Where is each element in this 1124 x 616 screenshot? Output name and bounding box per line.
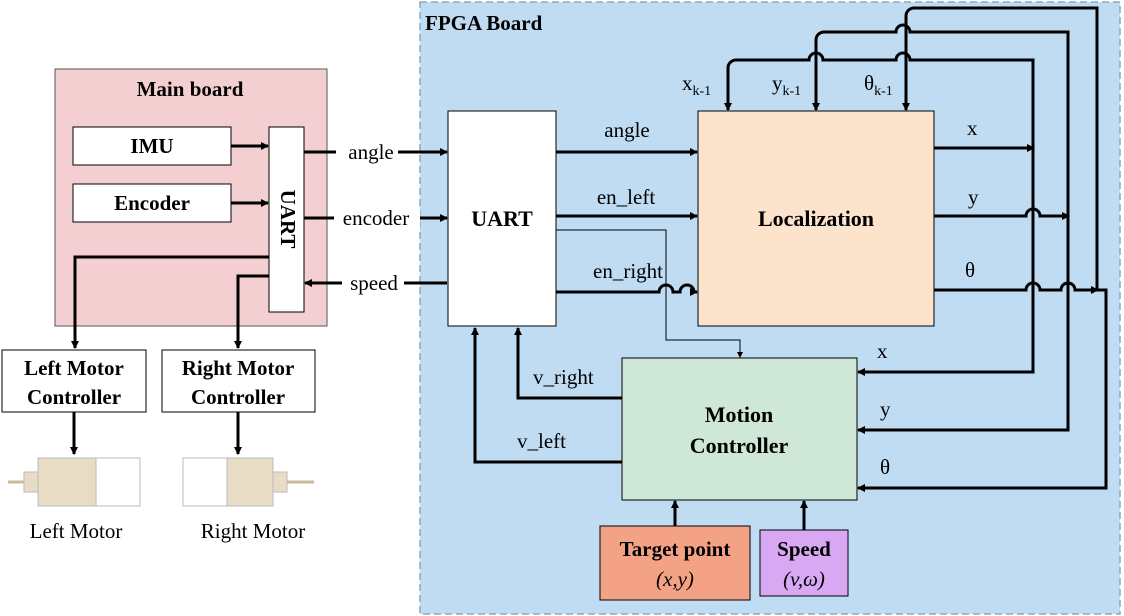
y-prev-label: yk-1 xyxy=(772,71,801,99)
uart-en-right-label: en_right xyxy=(593,259,663,283)
speed-input-block xyxy=(759,529,849,597)
speed-link-label: speed xyxy=(350,271,398,295)
uart-angle-label: angle xyxy=(604,118,649,142)
motion-input-x-label: x xyxy=(877,339,888,363)
theta-output-label: θ xyxy=(965,258,975,282)
fpga-uart-block xyxy=(447,110,557,327)
uart-to-left-motor-controller-wire xyxy=(71,255,269,349)
right-motor-label: Right Motor xyxy=(201,519,305,543)
encoder-label: Encoder xyxy=(114,191,190,215)
left-motor-controller-line1: Left Motor xyxy=(24,356,124,380)
theta-output-arrow xyxy=(934,281,1099,294)
uart-to-motion-controller-thin-line xyxy=(556,229,743,358)
fpga-uart-label: UART xyxy=(471,206,533,231)
v-right-label: v_right xyxy=(533,365,594,389)
motion-controller-line2: Controller xyxy=(690,433,789,458)
speed-input-coords: (v,ω) xyxy=(783,567,825,591)
motion-controller-line1: Motion xyxy=(705,402,773,427)
theta-prev-feedback-wire xyxy=(902,6,1099,290)
target-point-label: Target point xyxy=(620,537,731,561)
theta-prev-label: θk-1 xyxy=(864,71,893,99)
left-motor-icon xyxy=(8,457,141,507)
theta-to-motion-controller-wire xyxy=(857,288,1108,492)
right-motor-controller-line2: Controller xyxy=(191,385,285,409)
uart-en-right-arrow xyxy=(556,283,698,296)
speed-input-label: Speed xyxy=(777,537,831,561)
imu-label: IMU xyxy=(130,134,173,158)
left-motor-controller-block xyxy=(1,349,147,413)
uart-to-right-motor-controller-wire xyxy=(234,274,269,349)
y-to-motion-controller-wire xyxy=(857,216,1070,434)
localization-label: Localization xyxy=(758,206,874,231)
imu-block xyxy=(72,126,232,166)
uart-en-left-label: en_left xyxy=(597,185,655,209)
encoder-block xyxy=(72,183,232,223)
motion-input-y-label: y xyxy=(880,397,891,421)
main-board-uart-label: UART xyxy=(276,190,300,249)
y-output-label: y xyxy=(968,185,979,209)
x-output-label: x xyxy=(967,116,978,140)
y-prev-feedback-wire xyxy=(812,23,1070,216)
x-to-motion-controller-wire xyxy=(857,148,1035,376)
right-motor-controller-line1: Right Motor xyxy=(182,356,295,380)
encoder-link-label: encoder xyxy=(343,206,409,230)
v-left-label: v_left xyxy=(517,429,566,453)
v-left-wire xyxy=(471,327,622,464)
main-board-title: Main board xyxy=(137,77,244,101)
motion-input-theta-label: θ xyxy=(880,455,890,479)
left-motor-controller-line2: Controller xyxy=(27,385,121,409)
left-motor-label: Left Motor xyxy=(30,519,123,543)
v-right-wire xyxy=(514,327,622,400)
angle-link-label: angle xyxy=(348,140,393,164)
encoder-link-label-bg xyxy=(334,206,420,230)
target-point-block xyxy=(599,525,751,601)
right-motor-icon xyxy=(182,457,314,507)
motion-controller-block xyxy=(621,357,858,501)
angle-link-label-bg xyxy=(336,140,398,164)
localization-block xyxy=(697,110,935,327)
speed-link-label-bg xyxy=(342,271,404,295)
target-point-coords: (x,y) xyxy=(656,567,694,591)
x-prev-label: xk-1 xyxy=(682,71,711,99)
fpga-board-title: FPGA Board xyxy=(425,11,543,35)
